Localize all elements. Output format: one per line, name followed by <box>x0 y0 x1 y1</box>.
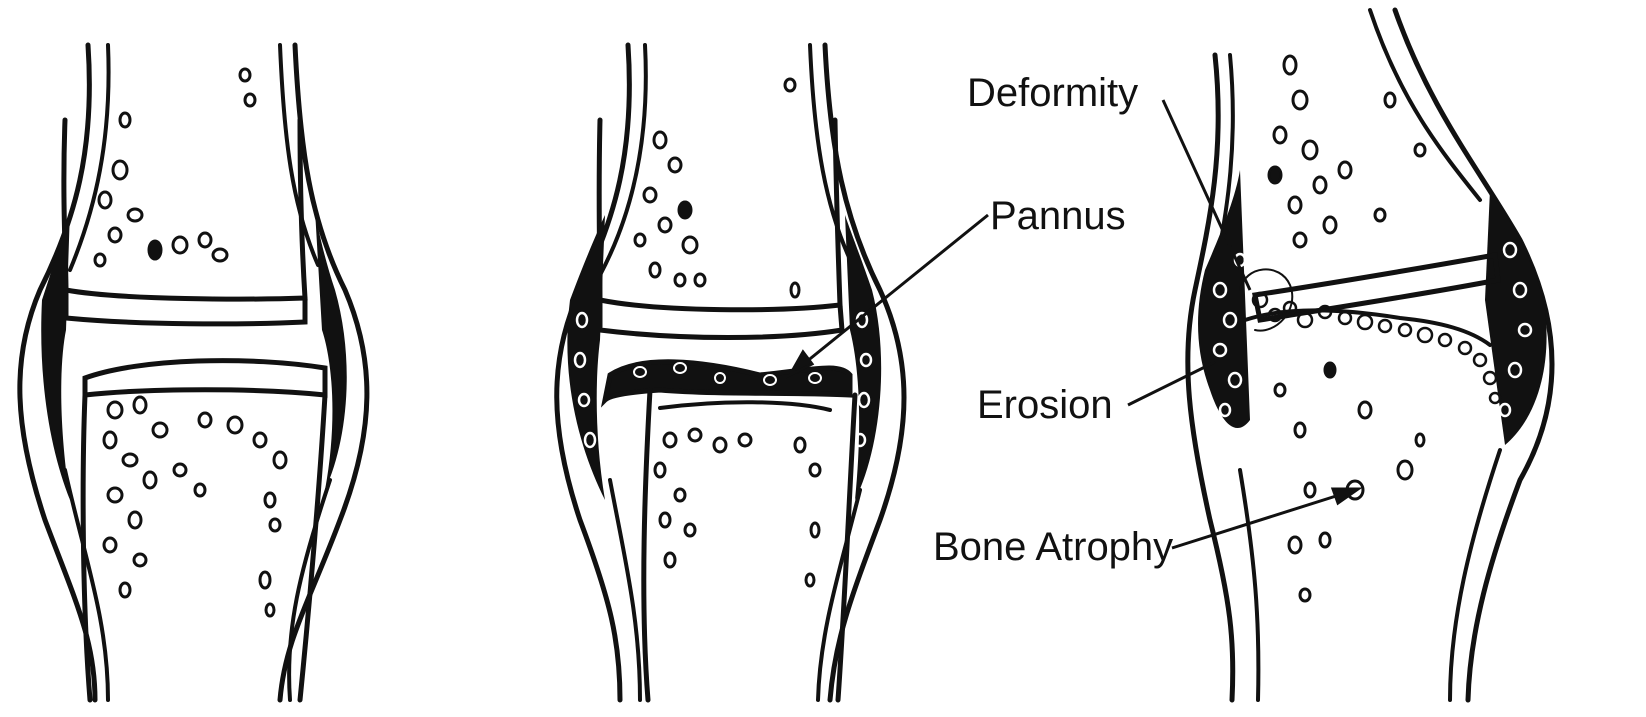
erosion-leader <box>1128 362 1215 405</box>
panel-early-joint <box>557 45 904 700</box>
synovium-left <box>567 215 605 500</box>
label-erosion: Erosion <box>977 385 1113 425</box>
bone-atrophy-leader <box>1172 490 1355 548</box>
pannus-leader <box>790 215 988 375</box>
upper-bone-end <box>64 120 305 299</box>
label-bone-atrophy: Bone Atrophy <box>933 527 1173 567</box>
label-pannus: Pannus <box>990 196 1126 236</box>
label-deformity: Deformity <box>967 73 1138 113</box>
lower-bone-end <box>85 361 325 395</box>
synovium-left <box>1198 170 1250 428</box>
panel-normal-joint <box>20 45 367 700</box>
bone-atrophy-arrowhead <box>1333 489 1358 503</box>
panel-advanced-joint <box>1188 10 1552 700</box>
